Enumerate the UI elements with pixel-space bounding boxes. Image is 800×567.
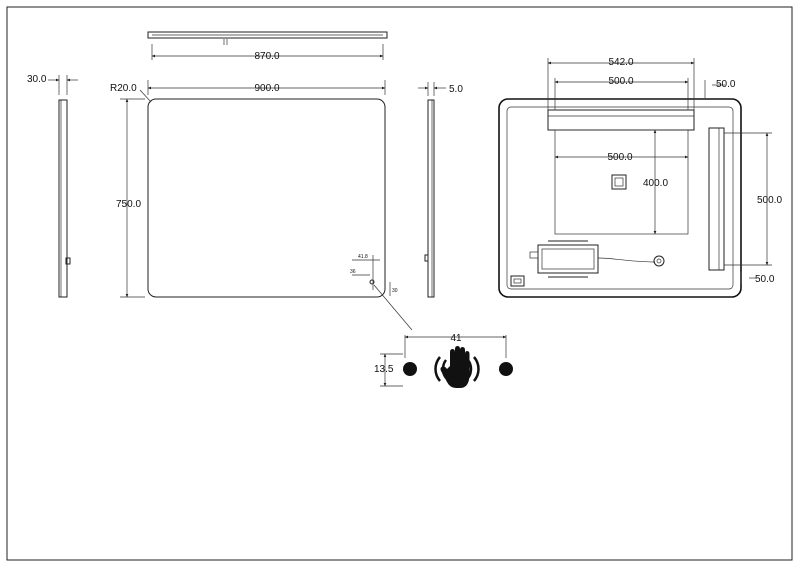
top-view: 870.0	[147, 31, 388, 62]
top-led-bar	[547, 109, 695, 131]
hand-sensor-icon	[434, 346, 480, 388]
power-connector	[510, 275, 525, 287]
led-driver	[537, 244, 599, 274]
dim-back-bar-width: 542.0	[608, 57, 633, 68]
dim-switch-y: 36	[350, 269, 356, 275]
back-panel	[554, 129, 689, 235]
dim-switch-z: 30	[392, 288, 398, 294]
touch-sensor	[653, 255, 665, 267]
dim-front-width: 900.0	[254, 83, 279, 94]
dim-back-panel-width: 500.0	[607, 152, 632, 163]
dim-side-depth: 5.0	[449, 84, 463, 95]
dim-back-panel-height: 400.0	[643, 178, 668, 189]
dim-back-bar-inner: 500.0	[608, 76, 633, 87]
dim-detail-width: 41	[450, 333, 462, 344]
sensor-dot-left	[403, 362, 417, 376]
left-side-view: 30.0	[27, 74, 78, 298]
dim-back-side-height: 500.0	[757, 195, 782, 206]
dim-back-edge-top: 50.0	[716, 79, 736, 90]
side-led-bar	[708, 127, 725, 271]
mirror-front	[147, 98, 386, 298]
dim-top-width: 870.0	[254, 51, 279, 62]
dim-corner-radius: R20.0	[110, 83, 137, 94]
sensor-detail: 41 13.5	[374, 333, 513, 388]
dim-detail-height: 13.5	[374, 364, 394, 375]
dim-front-height: 750.0	[116, 199, 141, 210]
sensor-dot-right	[499, 362, 513, 376]
centre-mark	[611, 174, 627, 190]
dim-switch-x: 41.8	[358, 254, 368, 260]
mirror-back	[498, 98, 742, 298]
right-side-view: 5.0	[418, 82, 463, 298]
front-view: 900.0 R20.0 750.0 41.8 36 30	[110, 80, 413, 331]
dim-back-edge-right: 50.0	[755, 274, 775, 285]
back-view: 542.0 500.0 50.0 500.0 400.0 500.0 50.0	[498, 57, 782, 298]
sheet-border	[6, 6, 793, 561]
dim-side-thickness: 30.0	[27, 74, 47, 85]
switch-location: 41.8 36 30	[350, 254, 413, 331]
